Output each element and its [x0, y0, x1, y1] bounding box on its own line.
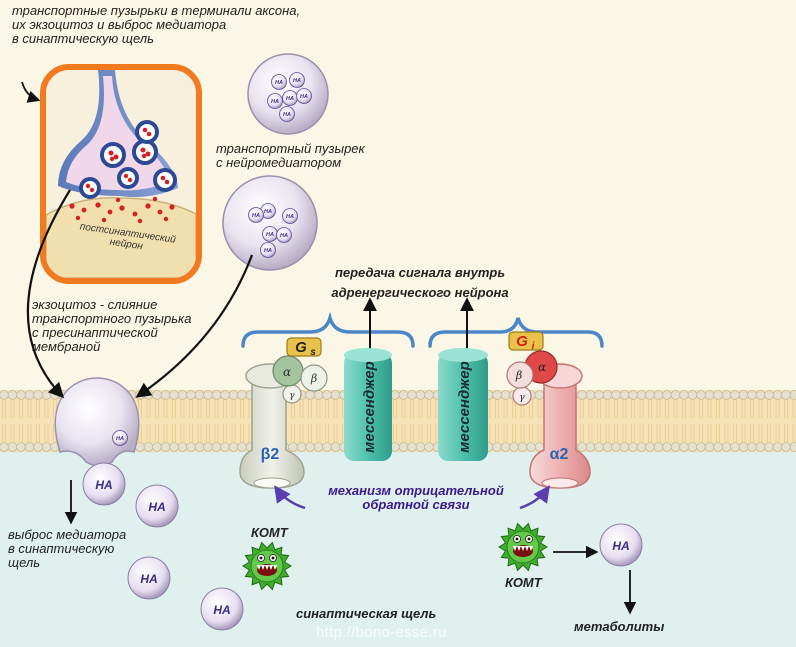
na-label-small: НА — [293, 78, 301, 84]
axon-terminal-inset — [40, 64, 202, 284]
label-synaptic-cleft: синаптическая щель — [296, 606, 437, 621]
gi-beta-label: β — [515, 369, 522, 382]
na-label-small: НА — [275, 80, 283, 86]
na-label-small: НА — [300, 94, 308, 100]
arrow-to-inset — [21, 81, 41, 103]
gi-gamma-label: γ — [519, 393, 525, 403]
label-vesicle: транспортный пузырек с нейромедиатором — [216, 141, 365, 170]
messenger-right: мессенджер — [438, 348, 488, 461]
gi-sub-label: i — [532, 341, 535, 352]
feedback-arrow-right — [519, 485, 550, 510]
na-label: НА — [612, 539, 629, 553]
na-label: НА — [140, 572, 157, 586]
gi-label: G — [516, 333, 528, 350]
label-metabolites: метаболиты — [574, 619, 665, 634]
gi-alpha-label: α — [538, 360, 546, 374]
label-release: выброс медиатора в синаптическую щель — [8, 527, 127, 570]
gi-protein: α β γ G i — [506, 331, 558, 406]
na-label-small: НА — [264, 248, 272, 254]
na-label-small: НА — [266, 232, 274, 238]
alpha2-receptor: α2 — [529, 363, 591, 489]
na-molecule — [200, 587, 244, 631]
na-label-small: НА — [116, 436, 124, 442]
synaptic-cleft-area — [0, 452, 796, 647]
na-label: НА — [148, 500, 165, 514]
na-label-small: НА — [252, 213, 260, 219]
na-molecule-small — [260, 242, 276, 258]
na-label-small: НА — [280, 233, 288, 239]
vesicle-middle: НА НА НА НА НА НА — [222, 175, 318, 271]
na-molecule-small — [267, 93, 283, 109]
gs-alpha-label: α — [283, 365, 291, 379]
bracket-left — [241, 311, 415, 348]
gs-sub-label: s — [310, 347, 316, 358]
arrow-vesicle-to-exocytosis — [135, 254, 254, 398]
gs-label: G — [295, 339, 307, 356]
arrow-inset-to-exocytosis — [26, 189, 71, 399]
na-molecule-small — [276, 227, 292, 243]
na-molecule-small — [289, 72, 305, 88]
na-label: НА — [213, 603, 230, 617]
na-molecule-small — [282, 208, 298, 224]
label-exocytosis: экзоцитоз - слияние транспортного пузырь… — [32, 297, 192, 354]
gs-protein: α β γ G s — [272, 337, 328, 404]
free-na-molecules: НА НА НА НА НА — [82, 462, 643, 631]
label-comt-left: КОМТ — [251, 525, 288, 540]
label-comt-right: КОМТ — [505, 575, 542, 590]
na-label-small: НА — [283, 112, 291, 118]
messenger-left-label: мессенджер — [361, 361, 378, 453]
feedback-arrow-left — [274, 485, 306, 510]
comt-enzyme-right — [498, 522, 548, 572]
na-molecule — [127, 556, 171, 600]
na-molecule-small — [248, 207, 264, 223]
na-label-small: НА — [286, 214, 294, 220]
label-axon-terminal: транспортные пузырьки в терминали аксона… — [12, 3, 301, 46]
comt-enzyme-left — [242, 541, 292, 591]
na-molecule — [82, 462, 126, 506]
gs-gamma-label: γ — [289, 391, 295, 401]
na-molecule-small — [279, 106, 295, 122]
na-label-small: НА — [264, 209, 272, 215]
messenger-left: мессенджер — [344, 348, 392, 461]
na-molecule-small — [296, 88, 312, 104]
label-feedback: механизм отрицательной обратной связи — [328, 483, 504, 512]
na-molecule-small — [112, 430, 128, 446]
bracket-right — [428, 317, 604, 348]
beta2-label: β2 — [261, 446, 280, 463]
na-label-small: НА — [286, 96, 294, 102]
watermark-url: http://bono-esse.ru — [316, 624, 447, 641]
label-signal-transfer: передача сигнала внутрь адренергического… — [331, 265, 509, 300]
gs-beta-label: β — [310, 372, 317, 385]
na-label: НА — [95, 478, 112, 492]
alpha2-label: α2 — [550, 446, 569, 463]
messenger-right-label: мессенджер — [456, 361, 473, 453]
na-molecule — [599, 523, 643, 567]
na-molecule-small — [271, 74, 287, 90]
na-molecule — [135, 484, 179, 528]
na-label-small: НА — [271, 99, 279, 105]
vesicle-top: НА НА НА НА НА НА — [247, 53, 329, 135]
exocytosis-vesicle: НА — [54, 377, 140, 467]
